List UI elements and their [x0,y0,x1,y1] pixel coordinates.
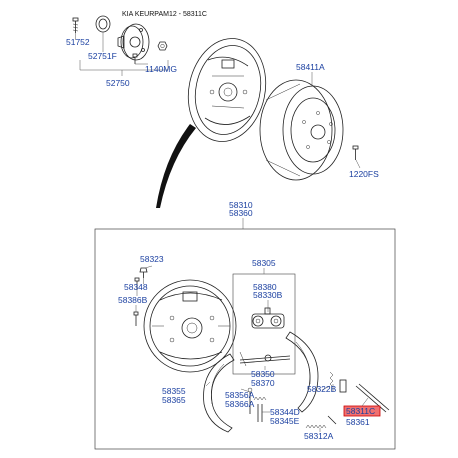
label-58356a[interactable]: 58356A [225,390,255,400]
label-58355[interactable]: 58355 [162,386,186,396]
dust-cap [95,15,111,33]
brake-drum [259,79,344,181]
label-58305[interactable]: 58305 [252,258,276,268]
hub-bolt [72,17,79,33]
hub-nut [157,41,168,51]
label-1140mg[interactable]: 1140MG [145,64,177,74]
wheel-hub [117,23,150,61]
label-52750[interactable]: 52750 [106,78,130,88]
pin [134,277,140,290]
label-52751f[interactable]: 52751F [88,51,117,61]
spring-58322b [329,371,334,392]
label-58310[interactable]: 58310 [229,200,253,210]
backing-plate-top [187,38,267,142]
assembly-arrow [156,124,196,208]
parking-lever [355,383,390,413]
label-58330b[interactable]: 58330B [253,290,283,300]
backing-plate-lower [143,279,237,373]
label-58350[interactable]: 58350 [251,369,275,379]
wheel-cylinder [251,307,285,329]
label-58348[interactable]: 58348 [124,282,148,292]
bleeder-screw [139,267,148,278]
label-51752[interactable]: 51752 [66,37,90,47]
return-spring [253,396,267,422]
diagram-title: KIA KEURPAM12 - 58311C [122,11,207,18]
retainer-clip [339,379,347,393]
label-58344d[interactable]: 58344D [270,407,300,417]
label-58345e[interactable]: 58345E [270,416,300,426]
bolt-58386b [133,311,139,326]
label-58411a[interactable]: 58411A [296,62,325,72]
label-58366a[interactable]: 58366A [225,399,255,409]
small-bolt [132,53,138,64]
label-58365[interactable]: 58365 [162,395,186,405]
label-58323[interactable]: 58323 [140,254,164,264]
label-58386b[interactable]: 58386B [118,295,148,305]
label-58361[interactable]: 58361 [346,417,370,427]
brake-shoe-left [203,353,235,433]
label-58380[interactable]: 58380 [253,282,277,292]
label-58311c[interactable]: 58311C [346,406,375,416]
label-1220fs[interactable]: 1220FS [349,169,379,179]
label-58360[interactable]: 58360 [229,208,253,218]
brake-shoe-right [285,331,319,413]
label-58312a[interactable]: 58312A [304,431,334,441]
label-58370[interactable]: 58370 [251,378,275,388]
kit-box [94,228,396,450]
drum-screw [352,145,359,160]
adjuster-strut [239,351,291,367]
label-58322b[interactable]: 58322B [307,384,337,394]
cable-spring [305,415,337,429]
